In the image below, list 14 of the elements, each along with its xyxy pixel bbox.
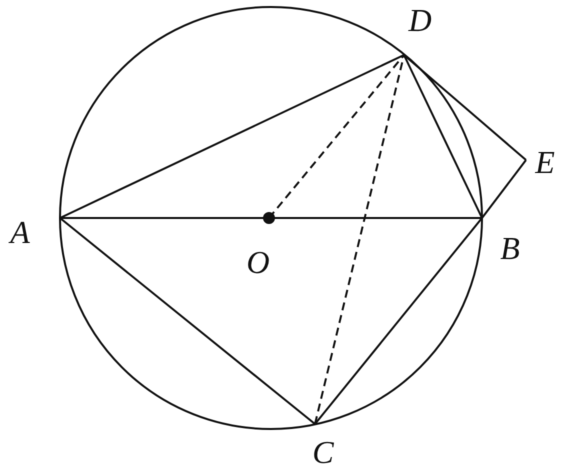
- point-label: A: [8, 215, 31, 249]
- line-segment: [403, 54, 527, 161]
- line-segment: [314, 217, 483, 425]
- line-segment: [60, 217, 482, 219]
- dashed-segment: [314, 54, 405, 424]
- line-segment: [59, 217, 316, 425]
- point-label: O: [245, 245, 271, 279]
- point-label: D: [407, 3, 433, 37]
- line-segment: [481, 159, 527, 219]
- point-label: B: [499, 231, 521, 265]
- line-segment: [60, 54, 404, 219]
- line-segment: [403, 54, 483, 218]
- point-label: E: [534, 145, 556, 179]
- point-label: C: [311, 435, 335, 469]
